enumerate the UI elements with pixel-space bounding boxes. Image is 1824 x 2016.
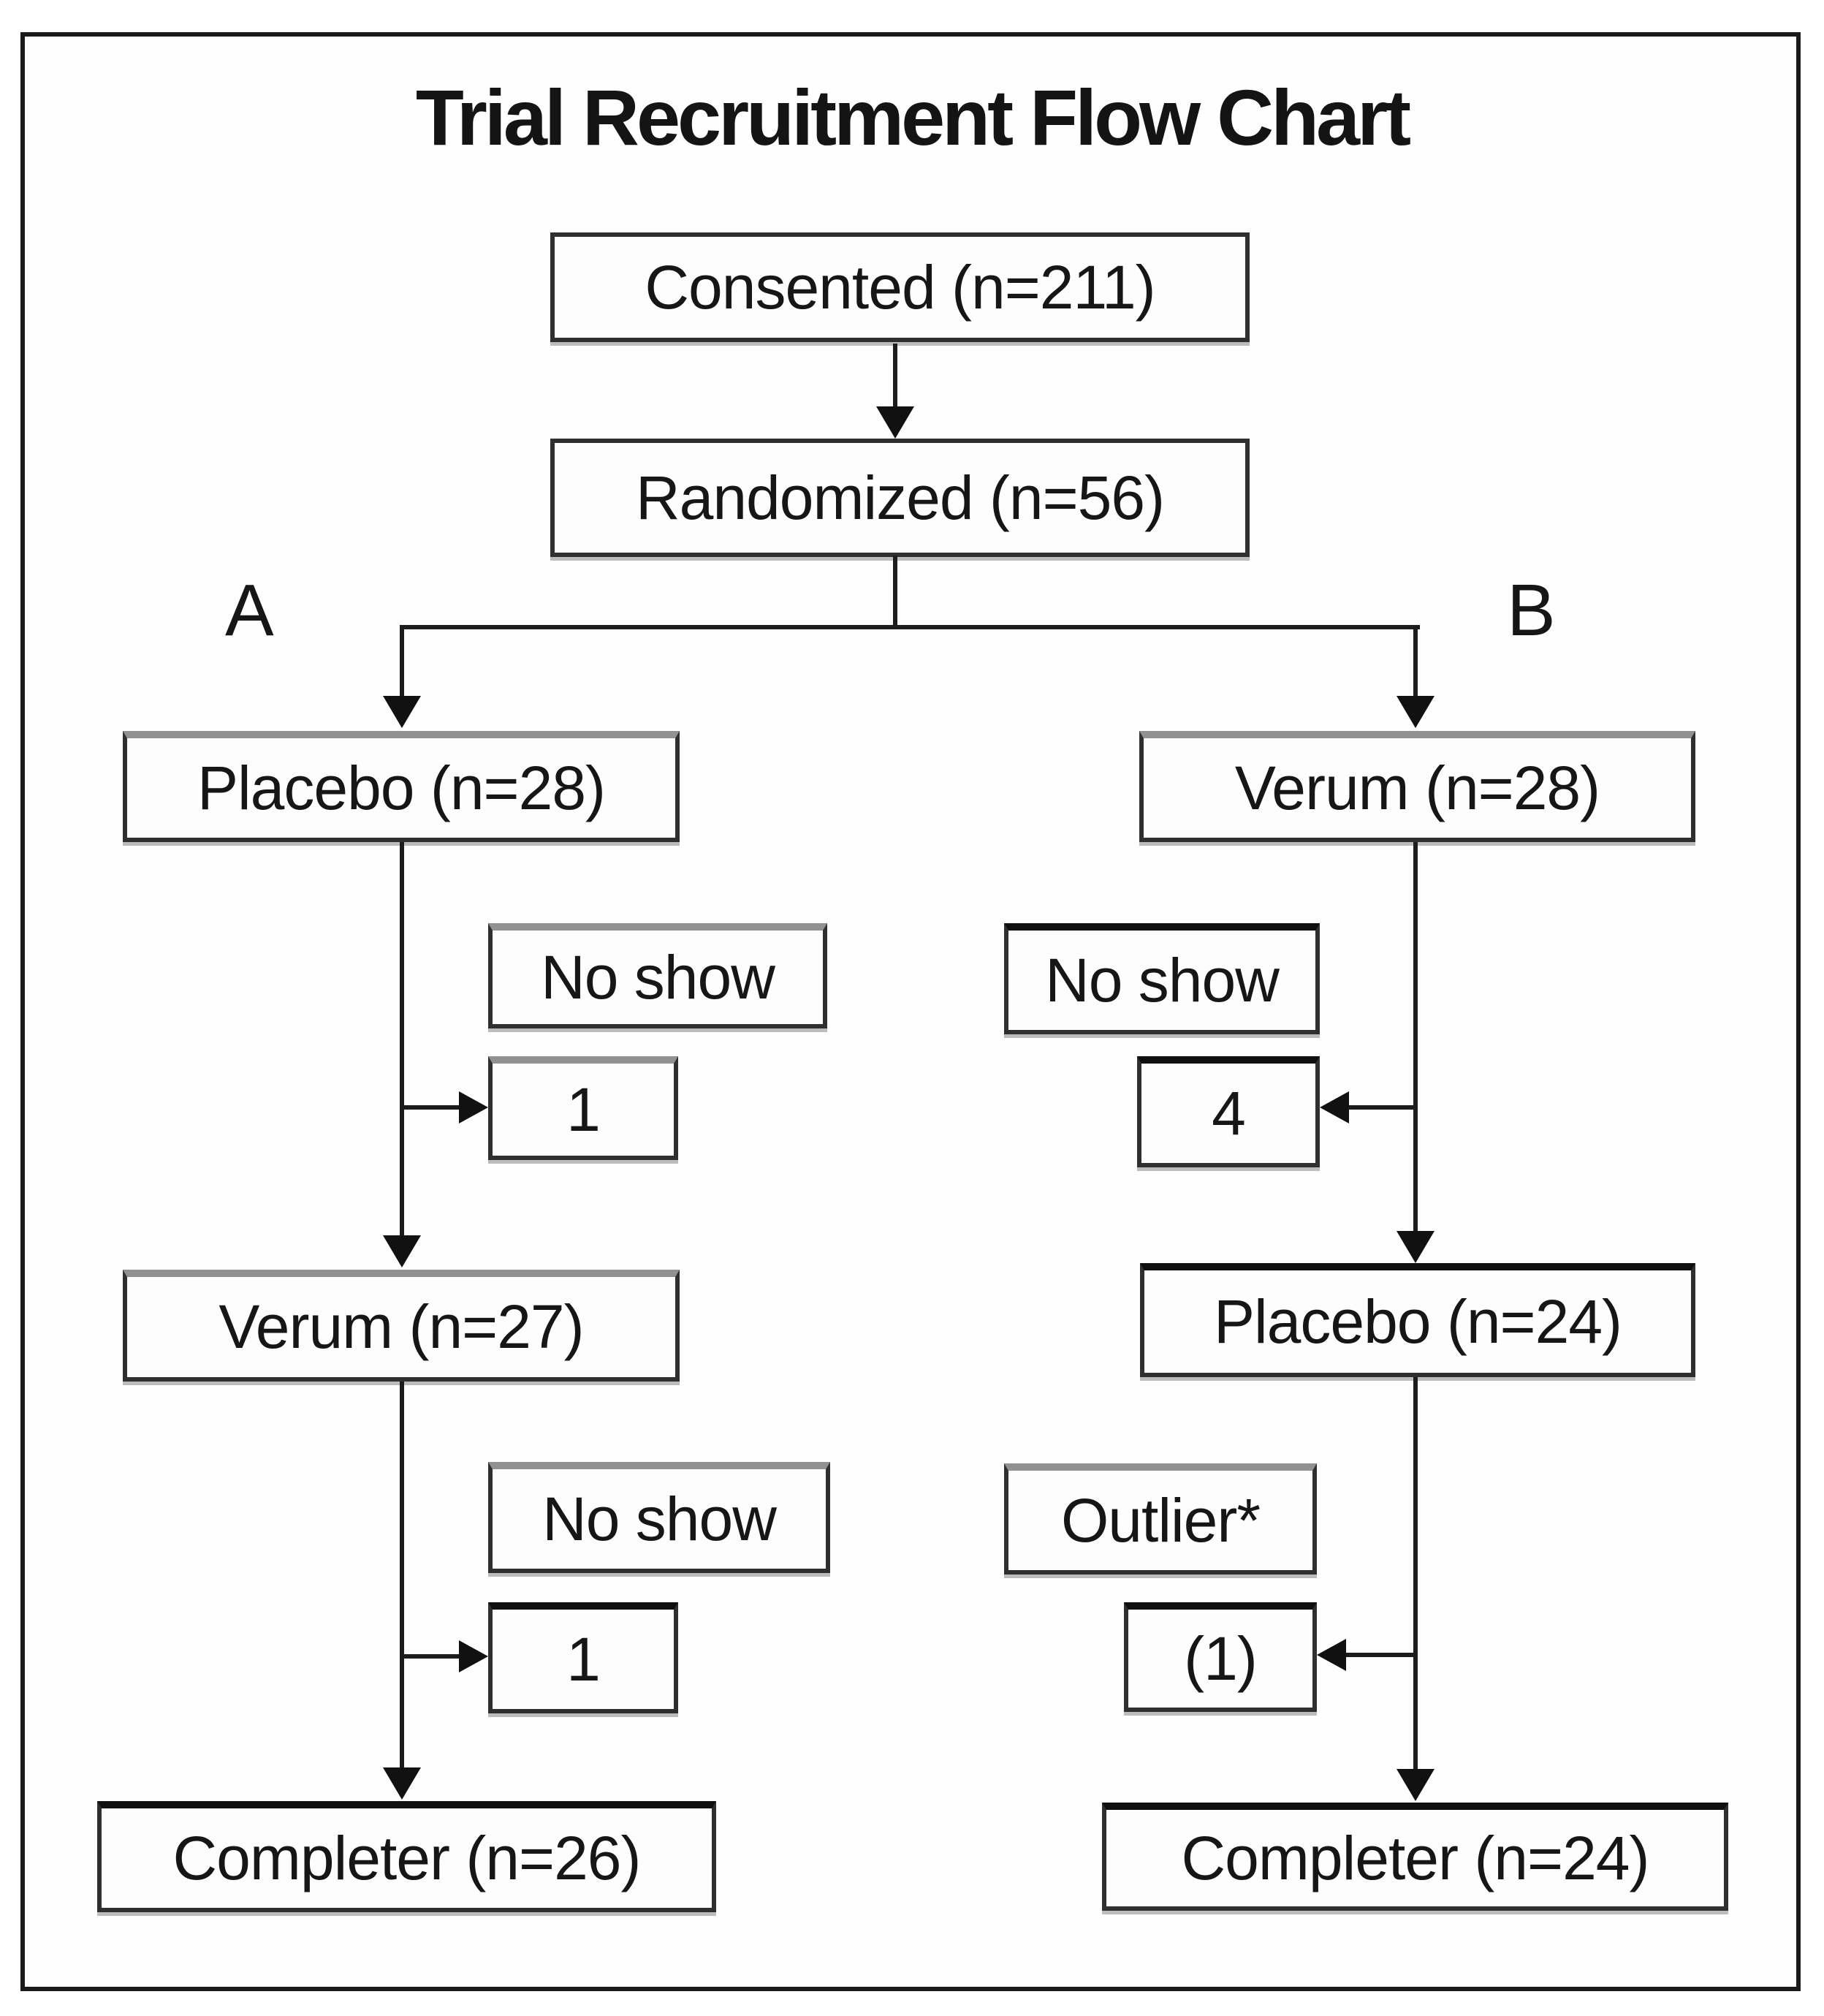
connector-arm-b-trunk-1	[1413, 842, 1418, 1231]
node-randomized: Randomized (n=56)	[550, 439, 1250, 557]
connector-split-arm-b	[1413, 627, 1418, 697]
arrowhead-into-randomized	[876, 406, 914, 439]
arm-b-noshow-1-count-value: 4	[1212, 1078, 1246, 1148]
arrowhead-into-verum27	[383, 1235, 421, 1267]
arrowhead-into-arm-a-noshow-2	[459, 1640, 488, 1672]
node-arm-a-noshow-2-title: No show	[488, 1462, 830, 1573]
connector-arm-b-outlier	[1346, 1653, 1418, 1657]
arrowhead-into-arm-a-noshow-1	[459, 1091, 488, 1123]
node-arm-a-noshow-1-count: 1	[488, 1056, 678, 1160]
arm-a-label: A	[225, 569, 274, 651]
node-randomized-label: Randomized (n=56)	[635, 463, 1165, 532]
connector-split-arm-a	[400, 627, 404, 697]
node-arm-a-noshow-2-count: 1	[488, 1602, 678, 1713]
arrowhead-into-placebo28	[383, 696, 421, 728]
arrowhead-into-verum28	[1396, 696, 1434, 728]
arm-a-noshow-1-title-label: No show	[541, 942, 775, 1012]
figure-border	[20, 32, 1801, 1991]
node-arm-a-allocated: Placebo (n=28)	[123, 731, 680, 842]
node-arm-b-allocated-label: Verum (n=28)	[1234, 753, 1600, 822]
arrowhead-into-completer24	[1396, 1769, 1434, 1801]
node-arm-b-outlier-count: (1)	[1124, 1602, 1317, 1712]
node-arm-b-switched: Placebo (n=24)	[1140, 1263, 1695, 1377]
arrowhead-into-placebo24	[1396, 1231, 1434, 1263]
node-arm-a-switched-label: Verum (n=27)	[218, 1292, 584, 1361]
figure-title: Trial Recruitment Flow Chart	[415, 73, 1411, 162]
arm-a-noshow-1-count-value: 1	[566, 1075, 601, 1144]
connector-arm-a-trunk-2	[400, 1382, 404, 1767]
arm-a-noshow-2-title-label: No show	[542, 1484, 777, 1553]
node-consented: Consented (n=211)	[550, 232, 1250, 342]
node-arm-b-completer-label: Completer (n=24)	[1181, 1823, 1650, 1892]
arm-b-outlier-title-label: Outlier*	[1060, 1485, 1261, 1555]
arm-a-noshow-2-count-value: 1	[566, 1624, 601, 1694]
arrowhead-into-arm-b-noshow-1	[1320, 1091, 1349, 1123]
node-arm-a-allocated-label: Placebo (n=28)	[197, 753, 606, 822]
node-arm-b-outlier-title: Outlier*	[1004, 1463, 1317, 1574]
connector-arm-b-trunk-2	[1413, 1377, 1418, 1769]
node-consented-label: Consented (n=211)	[645, 252, 1155, 322]
node-arm-a-switched: Verum (n=27)	[123, 1270, 680, 1382]
connector-arm-a-noshow-1	[402, 1105, 460, 1110]
connector-randomized-split	[893, 556, 897, 626]
arm-b-outlier-count-value: (1)	[1184, 1623, 1258, 1693]
node-arm-b-completer: Completer (n=24)	[1102, 1803, 1728, 1911]
connector-arm-b-noshow-1	[1348, 1105, 1418, 1110]
node-arm-b-noshow-1-title: No show	[1004, 923, 1320, 1034]
node-arm-b-allocated: Verum (n=28)	[1139, 731, 1695, 842]
connector-arm-a-noshow-2	[402, 1654, 460, 1659]
arrowhead-into-completer26	[383, 1767, 421, 1800]
node-arm-a-noshow-1-title: No show	[488, 923, 827, 1028]
split-line	[400, 625, 1420, 629]
arrowhead-into-arm-b-outlier	[1317, 1639, 1346, 1671]
node-arm-a-completer: Completer (n=26)	[97, 1801, 716, 1912]
node-arm-a-completer-label: Completer (n=26)	[172, 1823, 642, 1892]
connector-arm-a-trunk-1	[400, 842, 404, 1235]
connector-consented-randomized	[893, 344, 897, 408]
arm-b-noshow-1-title-label: No show	[1045, 945, 1280, 1015]
arm-b-label: B	[1507, 569, 1556, 651]
node-arm-b-switched-label: Placebo (n=24)	[1213, 1286, 1622, 1356]
node-arm-b-noshow-1-count: 4	[1137, 1056, 1320, 1167]
